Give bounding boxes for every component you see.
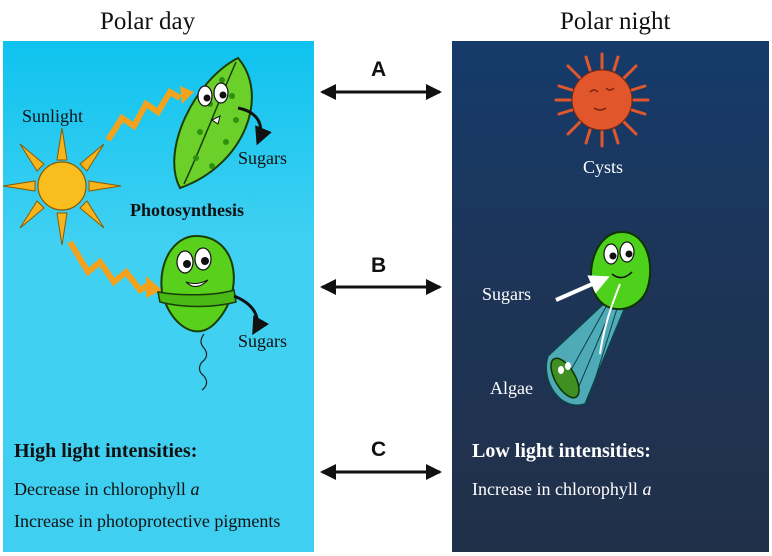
arrow-a-label: A [371, 58, 387, 81]
arrow-b-label: B [371, 254, 387, 277]
arrow-c-label: C [371, 438, 387, 461]
algae-cone-icon [545, 295, 630, 406]
night-sugars-label: Sugars [482, 284, 531, 304]
photosynthesis-label: Photosynthesis [130, 200, 245, 220]
polar-day-heading: Polar day [100, 8, 196, 35]
light-ray-bottom-head [146, 276, 162, 298]
algae-label: Algae [490, 378, 533, 398]
sugars-top-label: Sugars [238, 148, 287, 168]
sun-icon [2, 127, 122, 246]
uptake-line [599, 283, 621, 355]
arrow-c [320, 464, 442, 480]
night-line-1-text: Increase in chlorophyll [472, 479, 638, 499]
high-light-title: High light intensities: [14, 440, 198, 462]
sugar-arrow-bottom [233, 294, 269, 336]
arrow-b [320, 279, 442, 295]
night-line-1: Increase in chlorophyll a [472, 479, 651, 500]
day-line-1: Decrease in chlorophyll a [14, 479, 199, 500]
light-ray-bottom [67, 240, 152, 294]
polar-night-heading: Polar night [560, 8, 671, 35]
low-light-title: Low light intensities: [472, 440, 651, 462]
sugar-intake-arrow [555, 275, 610, 302]
cyst-icon [554, 52, 650, 148]
diatom-cell-icon [173, 56, 253, 190]
day-line-1-var: a [190, 479, 200, 499]
night-line-1-var: a [642, 479, 652, 499]
day-line-2: Increase in photoprotective pigments [14, 511, 281, 531]
light-ray-top [105, 87, 182, 142]
cysts-label: Cysts [583, 157, 624, 177]
sugars-bottom-label: Sugars [238, 331, 287, 351]
sugar-arrow-top [237, 106, 272, 146]
mixotroph-cell-icon [590, 230, 652, 311]
sunlight-label: Sunlight [22, 106, 84, 126]
day-line-1-text: Decrease in chlorophyll [14, 479, 186, 499]
flagellate-cell-icon [157, 234, 237, 391]
arrow-a [320, 84, 442, 100]
light-ray-top-head [180, 86, 194, 104]
